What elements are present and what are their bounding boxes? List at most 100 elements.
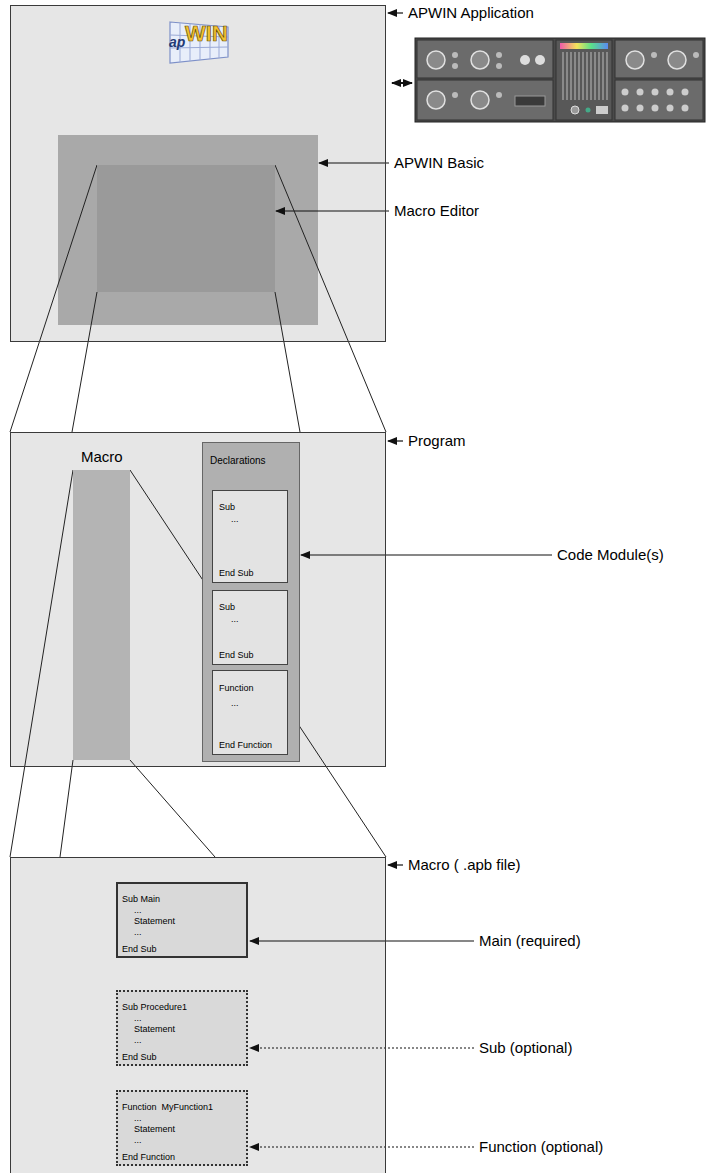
zoom-line [130,470,386,857]
text-slot: Function MyFunction1 [122,1096,213,1114]
analyzer-center [556,40,612,120]
text-slot: Sub [219,596,235,614]
leader-arrow-dotted [250,1047,474,1048]
leader-arrow [276,210,389,211]
code-text: End Sub [219,650,254,660]
text-slot: End Sub [219,644,254,662]
code-text: Sub Main [122,894,160,904]
code-text: ... [231,514,239,524]
code-text: End Sub [122,1052,157,1062]
text-slot: End Sub [122,938,157,956]
code-text: Statement [134,1024,175,1034]
bnc-connector [667,105,674,112]
analyzer-grille [563,52,607,100]
bnc-connector [682,89,689,96]
text-slot: ... [231,692,239,710]
analyzer-module [615,80,703,120]
text-slot: Macro [81,448,123,466]
text-slot: Program [408,432,466,450]
text-slot: Sub [219,496,235,514]
analyzer-body [415,38,705,122]
jack [496,63,502,69]
program-panel: ProgramMacroDeclarationsCode Module(s)Su… [10,432,386,767]
panel-ground [10,432,386,767]
link-arrow [392,82,412,84]
bnc-connector [637,89,644,96]
main-sub-box: Sub Main...Statement...End SubMain (requ… [116,882,248,958]
bnc-connector [622,89,629,96]
text-slot: Sub (optional) [479,1039,572,1057]
code-text: End Function [219,740,272,750]
code-text: End Sub [219,568,254,578]
macro-file-panel: Macro ( .apb file)Sub Main...Statement..… [10,857,386,1173]
text-slot: Declarations [210,450,266,468]
sub-box: Sub... End Sub [212,490,288,583]
panel-ground [10,5,386,342]
connector [571,106,579,114]
callout-label: Macro ( .apb file) [408,856,521,873]
logo-text: ap [169,35,185,49]
leader-arrow [319,162,389,163]
callout-label: Main (required) [479,932,581,949]
bnc-connector [652,105,659,112]
xlr-connector [471,51,489,69]
sub-box: Sub... End Sub [212,590,288,665]
jack [452,92,458,98]
xlr-connector [427,51,445,69]
zoom-line [10,165,97,432]
bnc-connector [667,89,674,96]
code-text: Declarations [210,455,266,467]
code-text: ... [134,1113,142,1123]
bnc-connector [637,105,644,112]
code-text: Sub Procedure1 [122,1002,187,1012]
code-text: ... [134,1035,142,1045]
macro-column: Macro [73,470,130,760]
jack [693,52,699,58]
analyzer-module [615,40,703,78]
xlr-connector [471,91,489,109]
code-text: Statement [134,1124,175,1134]
code-text: ... [231,614,239,624]
zoom-line [72,292,97,432]
callout-label: Macro Editor [394,202,479,219]
port [515,96,545,106]
text-slot: End Function [122,1146,175,1164]
text-slot: Function [219,677,254,695]
text-slot: WIN [185,23,228,45]
xlr-connector [626,51,644,69]
code-text: Statement [134,916,175,926]
knob [520,55,530,65]
jack [452,63,458,69]
code-text: ... [134,1135,142,1145]
leader-arrow [388,864,403,865]
logo-text: WIN [185,23,228,45]
leader-arrow [250,940,474,941]
leader-arrow-dotted [250,1146,474,1147]
logo-grid [170,22,228,63]
leader-arrow [388,12,403,13]
basic-region: APWIN BasicMacro Editor [58,135,318,325]
zoom-line [275,292,300,432]
jack [651,52,657,58]
application-panel: APWIN ApplicationAPWIN BasicMacro Editor [10,5,386,342]
editor-region: Macro Editor [97,165,275,292]
callout-label: Function (optional) [479,1138,603,1155]
text-slot: End Sub [122,1046,157,1064]
callout-label: Program [408,432,466,449]
code-text: End Function [122,1152,175,1162]
code-text: End Sub [122,944,157,954]
code-text: Function [219,683,254,693]
code-text: Sub [219,502,235,512]
code-text: Function MyFunction1 [122,1102,213,1112]
zoom-line [130,760,215,857]
code-text: Sub [219,602,235,612]
function-box: Function... End Function [212,670,288,755]
xlr-connector [427,91,445,109]
analyzer-display [560,43,608,49]
code-module-box: DeclarationsCode Module(s)Sub...End SubS… [202,442,300,762]
callout-label: Macro [81,448,123,465]
text-slot: End Function [219,734,272,752]
jack [452,52,458,58]
bnc-connector [682,105,689,112]
